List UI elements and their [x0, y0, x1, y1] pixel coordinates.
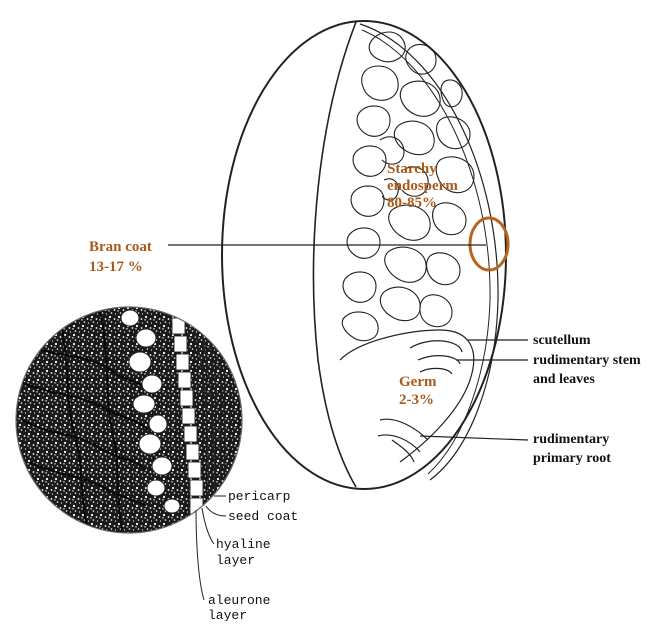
label-rudimentary-root-1: rudimentary	[533, 432, 609, 447]
label-hyaline-1: hyaline	[216, 537, 271, 552]
label-germ: Germ	[399, 374, 437, 390]
label-rudimentary-stem-1: rudimentary stem	[533, 353, 641, 368]
label-endosperm: endosperm	[387, 178, 458, 194]
label-bran-coat: Bran coat	[89, 239, 152, 255]
label-rudimentary-root-2: primary root	[533, 451, 611, 466]
label-starchy: Starchy	[387, 161, 437, 177]
label-hyaline-2: layer	[216, 553, 255, 568]
label-pericarp: pericarp	[228, 489, 290, 504]
label-aleurone-2: layer	[208, 608, 247, 621]
label-bran-percent: 13-17 %	[89, 259, 143, 275]
magnified-inset	[10, 300, 260, 540]
label-seed-coat: seed coat	[228, 509, 298, 524]
label-germ-percent: 2-3%	[399, 392, 434, 408]
label-aleurone-1: aleurone	[208, 593, 270, 608]
label-rudimentary-stem-2: and leaves	[533, 372, 595, 387]
grain-kernel	[222, 21, 508, 489]
label-scutellum: scutellum	[533, 333, 591, 348]
grain-outline	[222, 21, 506, 489]
label-endosperm-percent: 80-85%	[387, 195, 437, 211]
